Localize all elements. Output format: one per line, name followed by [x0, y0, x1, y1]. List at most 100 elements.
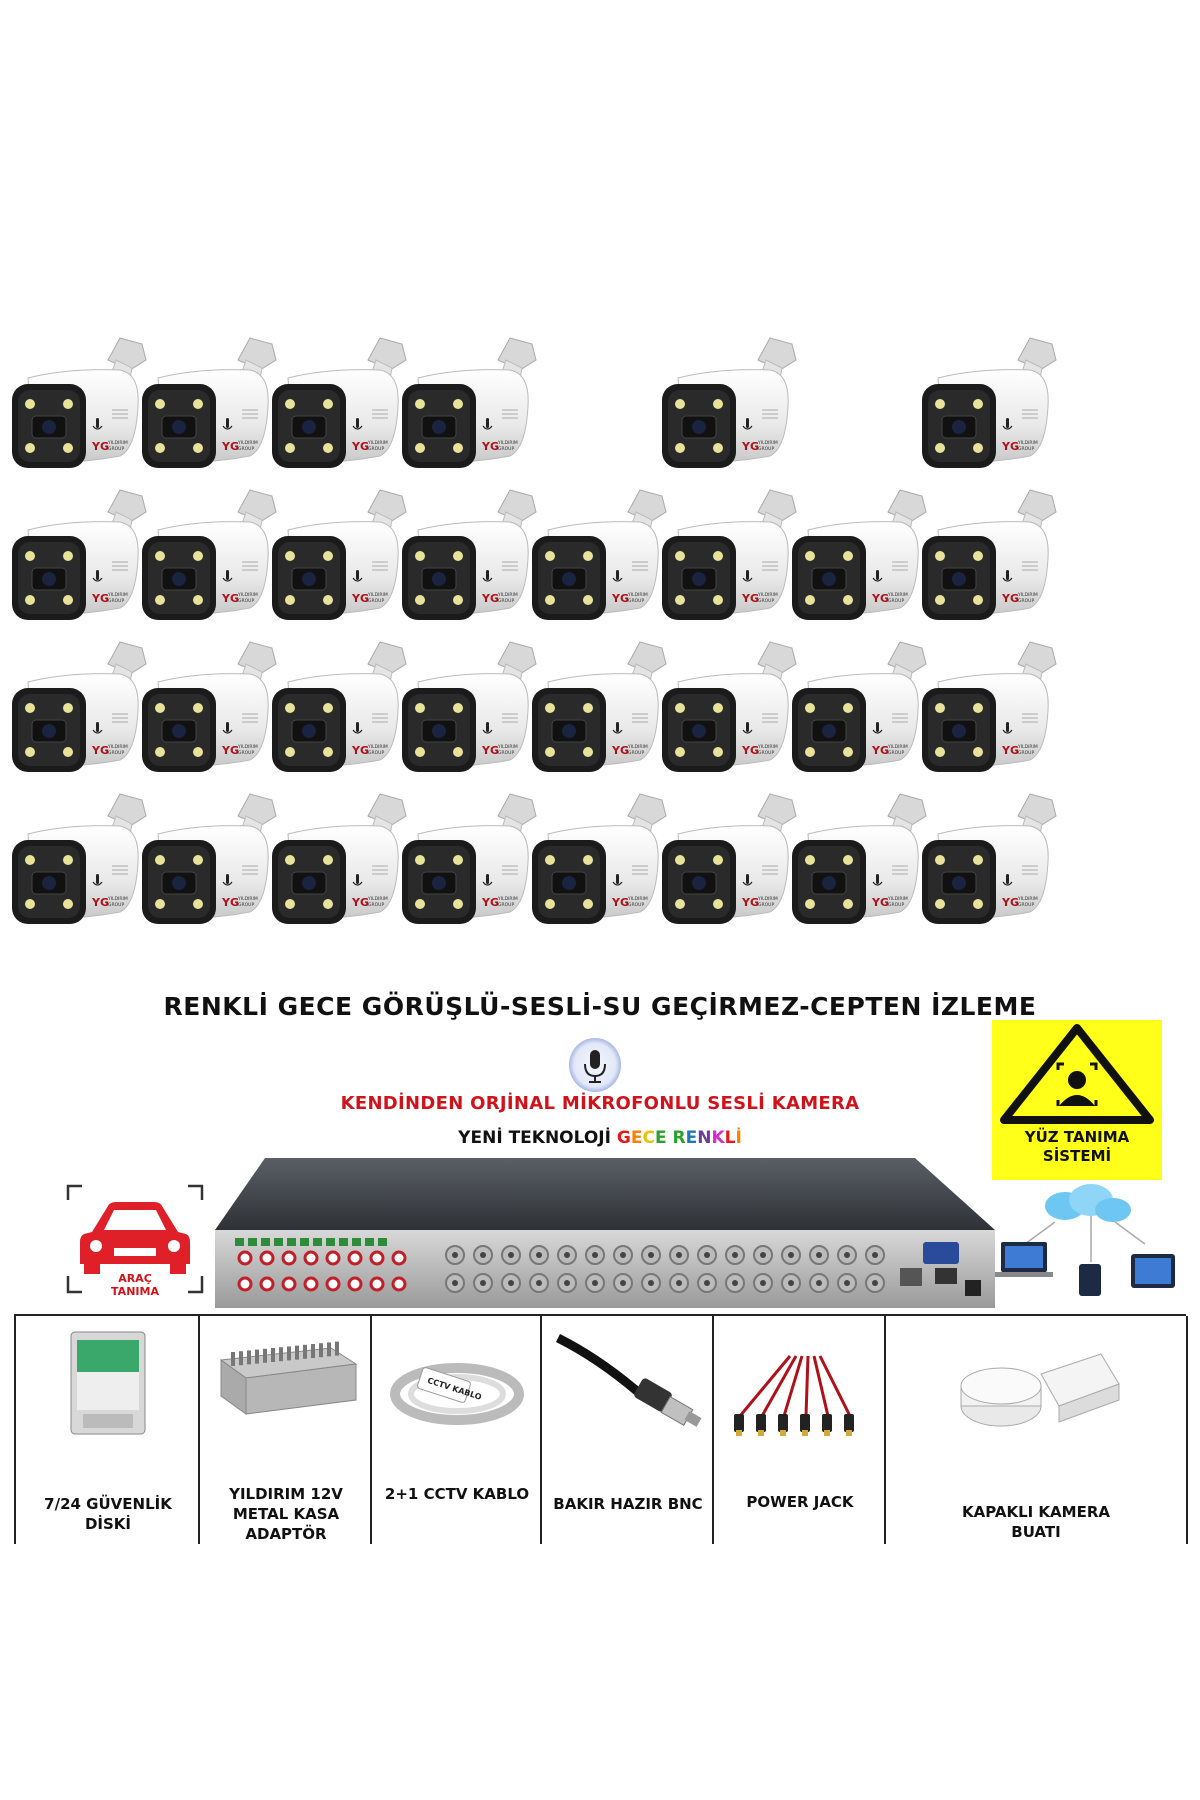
bullet-camera: YG YILDIRIM GROUP	[398, 330, 538, 485]
accessory-label: 2+1 CCTV KABLO	[384, 1485, 530, 1503]
svg-text:GROUP: GROUP	[758, 446, 774, 452]
svg-text:GROUP: GROUP	[628, 902, 644, 908]
svg-text:GROUP: GROUP	[238, 750, 254, 756]
accessory-label: POWER JACK	[746, 1493, 854, 1511]
svg-text:YG: YG	[611, 592, 629, 605]
bullet-camera: YG YILDIRIM GROUP	[138, 482, 278, 637]
bullet-camera: YG YILDIRIM GROUP	[528, 482, 668, 637]
power-jack-icon	[714, 1346, 886, 1451]
svg-text:YILDIRIM: YILDIRIM	[757, 896, 778, 902]
svg-text:YILDIRIM: YILDIRIM	[107, 896, 128, 902]
svg-text:YG: YG	[871, 592, 889, 605]
svg-text:YG: YG	[351, 744, 369, 757]
svg-text:YG: YG	[91, 440, 109, 453]
bullet-camera: YG YILDIRIM GROUP	[8, 634, 148, 789]
svg-text:YG: YG	[91, 896, 109, 909]
svg-text:YILDIRIM: YILDIRIM	[237, 592, 258, 598]
svg-text:YILDIRIM: YILDIRIM	[1017, 744, 1038, 750]
svg-text:YG: YG	[1001, 744, 1019, 757]
svg-text:YILDIRIM: YILDIRIM	[497, 744, 518, 750]
svg-text:YILDIRIM: YILDIRIM	[887, 592, 908, 598]
mic-headline: KENDİNDEN ORJİNAL MİKROFONLU SESLİ KAMER…	[340, 1093, 860, 1114]
svg-text:YILDIRIM: YILDIRIM	[1017, 896, 1038, 902]
bullet-camera: YG YILDIRIM GROUP	[398, 634, 538, 789]
tech-word-renkli: RENKLİ	[672, 1128, 742, 1148]
svg-text:YILDIRIM: YILDIRIM	[757, 744, 778, 750]
svg-text:YG: YG	[1001, 440, 1019, 453]
svg-text:GROUP: GROUP	[368, 598, 384, 604]
svg-text:GROUP: GROUP	[238, 446, 254, 452]
svg-text:GROUP: GROUP	[368, 446, 384, 452]
svg-text:GROUP: GROUP	[238, 902, 254, 908]
svg-text:YILDIRIM: YILDIRIM	[497, 440, 518, 446]
svg-text:YG: YG	[741, 744, 759, 757]
bullet-camera: YG YILDIRIM GROUP	[138, 786, 278, 941]
svg-text:GROUP: GROUP	[108, 902, 124, 908]
bullet-camera: YG YILDIRIM GROUP	[8, 786, 148, 941]
bullet-camera: YG YILDIRIM GROUP	[8, 330, 148, 485]
svg-text:GROUP: GROUP	[888, 902, 904, 908]
svg-text:YILDIRIM: YILDIRIM	[237, 896, 258, 902]
svg-text:YG: YG	[481, 744, 499, 757]
svg-text:YG: YG	[481, 440, 499, 453]
feature-headline: RENKLİ GECE GÖRÜŞLÜ-SESLİ-SU GEÇİRMEZ-CE…	[163, 992, 1037, 1021]
dvr-recorder	[205, 1150, 995, 1310]
svg-text:YILDIRIM: YILDIRIM	[887, 896, 908, 902]
accessory-cell: BAKIR HAZIR BNC	[540, 1316, 714, 1544]
bullet-camera: YG YILDIRIM GROUP	[788, 482, 928, 637]
svg-text:YILDIRIM: YILDIRIM	[237, 744, 258, 750]
bullet-camera: YG YILDIRIM GROUP	[268, 786, 408, 941]
svg-text:GROUP: GROUP	[758, 750, 774, 756]
svg-text:GROUP: GROUP	[628, 750, 644, 756]
svg-text:YILDIRIM: YILDIRIM	[107, 592, 128, 598]
bullet-camera: YG YILDIRIM GROUP	[658, 786, 798, 941]
svg-text:YILDIRIM: YILDIRIM	[887, 744, 908, 750]
car-icon	[66, 1184, 204, 1294]
svg-text:YG: YG	[221, 896, 239, 909]
bullet-camera: YG YILDIRIM GROUP	[918, 482, 1058, 637]
svg-text:YILDIRIM: YILDIRIM	[627, 592, 648, 598]
svg-text:GROUP: GROUP	[758, 902, 774, 908]
svg-text:YG: YG	[351, 592, 369, 605]
svg-text:YG: YG	[611, 744, 629, 757]
tech-word-gece: GECE	[616, 1128, 667, 1148]
svg-text:GROUP: GROUP	[368, 750, 384, 756]
bullet-camera: YG YILDIRIM GROUP	[528, 786, 668, 941]
svg-text:YG: YG	[741, 896, 759, 909]
vehicle-recognition-badge: ARAÇ TANIMA	[62, 1180, 208, 1310]
svg-text:YG: YG	[1001, 592, 1019, 605]
bullet-camera: YG YILDIRIM GROUP	[268, 482, 408, 637]
svg-text:YG: YG	[741, 592, 759, 605]
camera-grid: YG YILDIRIM GROUP YG YILDIRIM GROUP	[8, 330, 1058, 941]
svg-text:GROUP: GROUP	[1018, 446, 1034, 452]
bullet-camera: YG YILDIRIM GROUP	[918, 786, 1058, 941]
warning-face-icon	[1000, 1024, 1154, 1124]
tech-prefix: YENİ TEKNOLOJİ	[458, 1128, 611, 1148]
svg-text:GROUP: GROUP	[628, 598, 644, 604]
vehicle-recognition-label: ARAÇ TANIMA	[111, 1272, 159, 1298]
bnc-connector-icon	[542, 1328, 714, 1443]
svg-text:YILDIRIM: YILDIRIM	[757, 592, 778, 598]
face-recognition-sign: YÜZ TANIMA SİSTEMİ	[992, 1020, 1162, 1180]
accessory-cell: POWER JACK	[712, 1316, 886, 1544]
svg-text:YG: YG	[221, 440, 239, 453]
svg-text:YG: YG	[481, 896, 499, 909]
svg-text:YG: YG	[221, 592, 239, 605]
bullet-camera: YG YILDIRIM GROUP	[658, 330, 798, 485]
svg-text:GROUP: GROUP	[888, 598, 904, 604]
svg-text:YG: YG	[91, 744, 109, 757]
bullet-camera: YG YILDIRIM GROUP	[528, 634, 668, 789]
svg-text:YILDIRIM: YILDIRIM	[367, 744, 388, 750]
svg-text:GROUP: GROUP	[1018, 598, 1034, 604]
bullet-camera: YG YILDIRIM GROUP	[138, 330, 278, 485]
svg-text:YILDIRIM: YILDIRIM	[497, 592, 518, 598]
bullet-camera: YG YILDIRIM GROUP	[788, 634, 928, 789]
svg-text:YG: YG	[91, 592, 109, 605]
svg-text:YILDIRIM: YILDIRIM	[1017, 592, 1038, 598]
svg-text:YG: YG	[611, 896, 629, 909]
